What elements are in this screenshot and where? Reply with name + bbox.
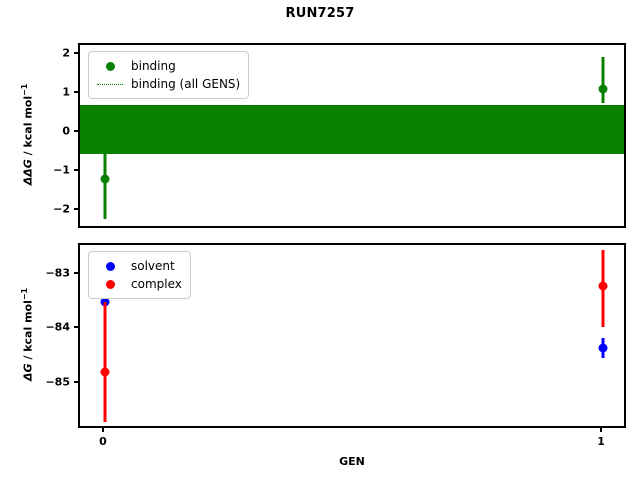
bottom-panel-legend[interactable]: solvent complex — [88, 251, 191, 299]
x-axis-label: GEN — [339, 455, 365, 468]
y-tick-label: 0 — [62, 124, 70, 138]
y-tick-mark — [74, 168, 78, 171]
legend-marker-key — [95, 61, 125, 71]
y-tick-label: 1 — [62, 85, 70, 99]
legend-marker-dot-icon — [105, 261, 115, 271]
x-tick-label: 1 — [597, 435, 605, 448]
data-point-complex[interactable] — [598, 281, 608, 291]
y-tick-label: −84 — [45, 320, 70, 334]
y-tick-mark — [74, 129, 78, 132]
y-tick-mark — [74, 207, 78, 210]
data-point-complex[interactable] — [100, 367, 110, 377]
all-gens-mean-line — [80, 129, 624, 131]
y-tick-label: −83 — [45, 266, 70, 280]
error-bar-binding — [601, 57, 605, 104]
figure-title: RUN7257 — [285, 6, 355, 21]
top-panel-legend[interactable]: binding binding (all GENS) — [88, 51, 250, 99]
legend-marker-key — [95, 279, 125, 289]
legend-marker-dot-icon — [105, 279, 115, 289]
legend-item-binding[interactable]: binding — [95, 57, 240, 75]
bottom-panel-axes: solvent complex — [78, 243, 626, 428]
y-tick-mark — [74, 380, 78, 383]
error-bar-complex — [103, 301, 107, 422]
legend-label: solvent — [131, 259, 175, 273]
y-tick-label: 2 — [62, 46, 70, 60]
x-tick-label: 0 — [99, 435, 107, 448]
legend-line-key — [95, 83, 125, 85]
legend-label: binding (all GENS) — [131, 77, 241, 91]
top-panel-axes: binding binding (all GENS) — [78, 43, 626, 228]
y-tick-label: −1 — [53, 163, 70, 177]
legend-item-complex[interactable]: complex — [95, 275, 182, 293]
y-tick-label: −85 — [45, 375, 70, 389]
legend-dotted-line-icon — [97, 83, 123, 85]
y-tick-mark — [74, 51, 78, 54]
legend-marker-key — [95, 261, 125, 271]
y-tick-mark — [74, 271, 78, 274]
y-tick-mark — [74, 326, 78, 329]
legend-item-binding--all-gens-[interactable]: binding (all GENS) — [95, 75, 240, 93]
data-point-binding[interactable] — [100, 174, 110, 184]
x-tick-mark — [600, 428, 603, 432]
x-tick-mark — [101, 428, 104, 432]
data-point-binding[interactable] — [598, 84, 608, 94]
data-point-solvent[interactable] — [598, 343, 608, 353]
legend-marker-dot-icon — [105, 61, 115, 71]
y-tick-label: −2 — [53, 202, 70, 216]
y-tick-mark — [74, 90, 78, 93]
legend-label: binding — [131, 59, 176, 73]
legend-label: complex — [131, 277, 182, 291]
legend-item-solvent[interactable]: solvent — [95, 257, 182, 275]
